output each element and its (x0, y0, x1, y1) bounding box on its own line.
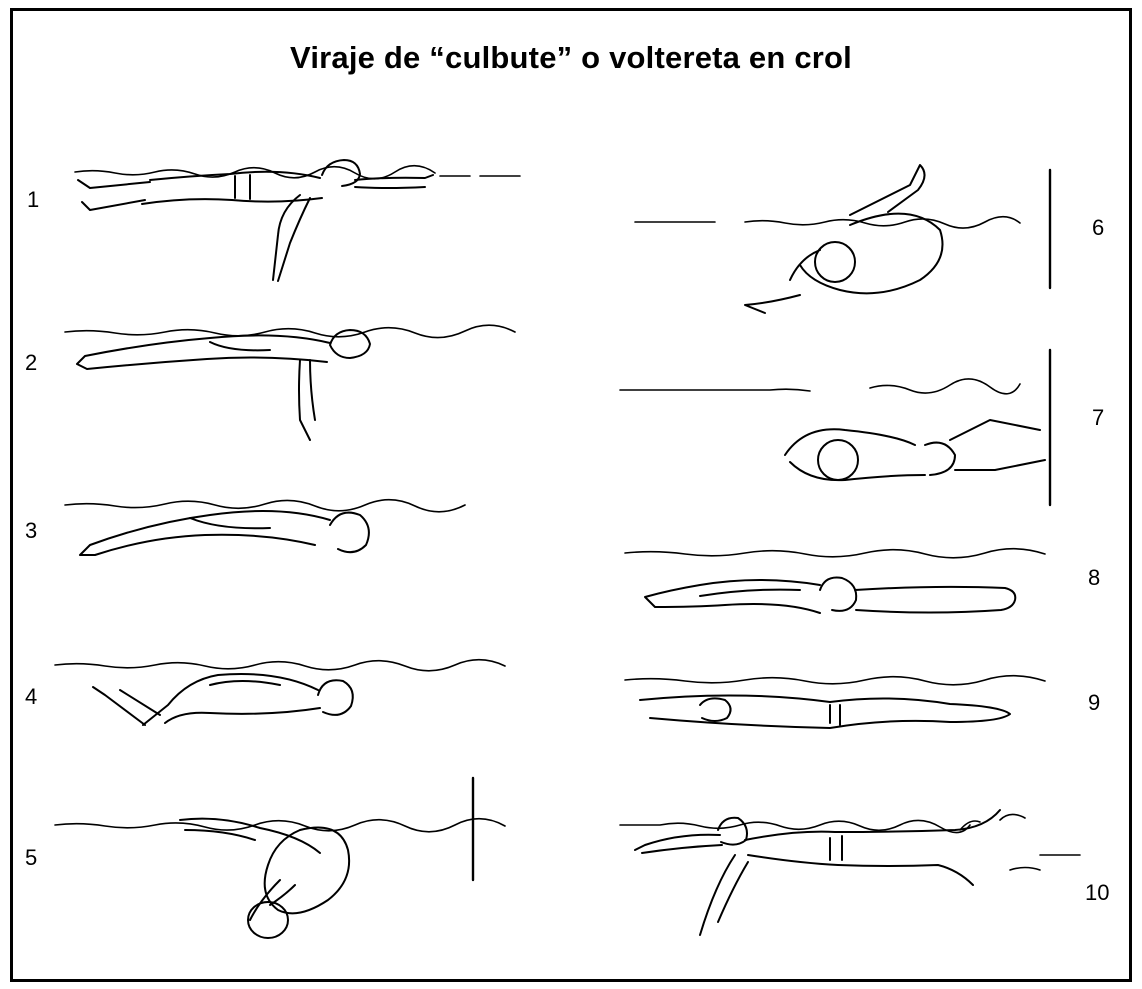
water-line-7 (620, 379, 1020, 394)
swimmer-figure-6 (635, 165, 1050, 313)
water-line-9 (625, 676, 1045, 685)
water-line-6 (635, 217, 1020, 228)
swimmer-figure-9 (625, 676, 1045, 728)
water-line-1 (75, 166, 520, 179)
swimmer-figure-2 (65, 325, 515, 440)
swimmer-figure-8 (625, 549, 1045, 613)
water-line-5 (55, 819, 505, 832)
swimmer-figure-4 (55, 660, 505, 725)
water-line-8 (625, 549, 1045, 558)
water-line-3 (65, 500, 465, 512)
swimmer-figure-3 (65, 500, 465, 555)
swimmer-figure-5 (55, 778, 505, 938)
water-line-4 (55, 660, 505, 671)
swimmer-figure-1 (75, 160, 520, 281)
swimmer-figure-7 (620, 350, 1050, 505)
swimmer-figure-10 (620, 810, 1080, 935)
